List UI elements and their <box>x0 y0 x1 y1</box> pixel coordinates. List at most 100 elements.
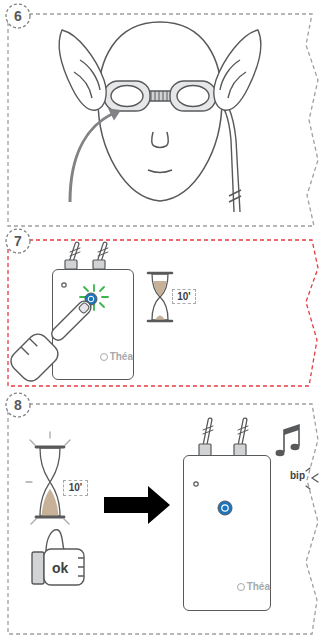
step-number: 7 <box>5 228 31 254</box>
head <box>148 170 172 173</box>
hourglass <box>152 274 168 320</box>
cable <box>203 426 248 434</box>
node-texts: 8 <box>5 392 31 418</box>
indicator-light <box>62 283 198 486</box>
hand <box>59 30 106 110</box>
hourglass <box>148 273 172 321</box>
power-button <box>85 293 97 305</box>
hand <box>80 60 100 90</box>
panel-border <box>8 404 318 634</box>
light-burst <box>80 285 108 310</box>
thumbs-up <box>32 530 84 585</box>
cable <box>71 244 105 262</box>
step-circle <box>5 228 31 254</box>
power-button <box>222 505 228 511</box>
hourglass <box>154 281 167 296</box>
logo-mark <box>237 583 245 591</box>
goggles <box>177 86 209 107</box>
hand <box>214 30 261 110</box>
hourglass <box>42 489 59 516</box>
glow-ray <box>26 432 74 524</box>
music-note <box>276 450 285 456</box>
connector-plug <box>234 444 246 456</box>
cable <box>71 244 105 262</box>
duration-text: 10' <box>177 292 191 302</box>
logo-mark <box>100 353 108 361</box>
step-number: 6 <box>5 3 31 29</box>
goggles <box>111 86 143 107</box>
power-button <box>85 293 232 515</box>
goggles <box>151 91 171 101</box>
panel-border <box>8 240 318 386</box>
indicator-light <box>62 283 66 287</box>
music-note <box>276 425 300 456</box>
flow-arrow <box>104 486 170 524</box>
cable <box>205 420 245 445</box>
thumbs-up <box>44 549 84 585</box>
thumb-label: ok <box>52 561 68 575</box>
connector-plug <box>65 260 77 269</box>
connector-plug <box>93 260 105 269</box>
thumbs-up <box>78 558 84 576</box>
connector-plug <box>199 444 246 456</box>
hourglass <box>36 447 64 517</box>
goggles <box>104 81 216 111</box>
goggles <box>104 81 150 111</box>
head <box>98 22 222 201</box>
step-number: 6 <box>14 9 22 23</box>
music-note <box>284 425 299 435</box>
step-circle <box>6 393 30 417</box>
cable <box>203 420 248 445</box>
music-note <box>284 425 299 452</box>
node-texts: 10' <box>64 481 87 495</box>
glow-ray <box>26 432 74 524</box>
strap <box>229 190 241 202</box>
flow-arrow <box>104 486 170 524</box>
duration-text: 10' <box>69 483 83 493</box>
finger <box>7 330 62 385</box>
node-texts: 7 <box>5 228 31 254</box>
step-number: 8 <box>5 392 31 418</box>
music-note <box>291 444 300 450</box>
sound-mark <box>306 468 318 489</box>
hourglass <box>155 316 165 321</box>
node-texts: 10' <box>173 290 195 303</box>
node-texts: Théa <box>184 456 270 610</box>
hand <box>59 30 106 110</box>
step-number: 7 <box>14 234 22 248</box>
sound-mark <box>306 468 318 489</box>
step-number: 8 <box>14 398 22 412</box>
hourglass <box>148 273 172 321</box>
panel-border <box>8 14 318 226</box>
step-circle <box>5 392 31 418</box>
finger <box>49 298 94 343</box>
brand-logo: Théa <box>110 352 133 362</box>
node-texts: 6 <box>5 3 31 29</box>
power-button <box>218 501 232 515</box>
hand <box>228 72 246 98</box>
cable <box>70 248 108 256</box>
thumbs-up <box>32 552 44 584</box>
cable <box>70 244 108 262</box>
hand <box>214 30 261 110</box>
duration-box: 10' <box>63 480 88 496</box>
connector-plug <box>65 260 105 269</box>
node-texts: Théa <box>53 270 133 379</box>
head <box>152 132 169 148</box>
pointer-arrow <box>70 109 121 203</box>
head <box>98 22 222 201</box>
duration-box: 10' <box>172 289 196 304</box>
hand <box>220 60 240 90</box>
step-circle <box>6 229 30 253</box>
device-body: Théa <box>52 269 134 380</box>
finger <box>7 298 94 385</box>
finger <box>49 298 94 343</box>
device-body: Théa <box>183 455 271 611</box>
indicator-light <box>194 482 198 486</box>
